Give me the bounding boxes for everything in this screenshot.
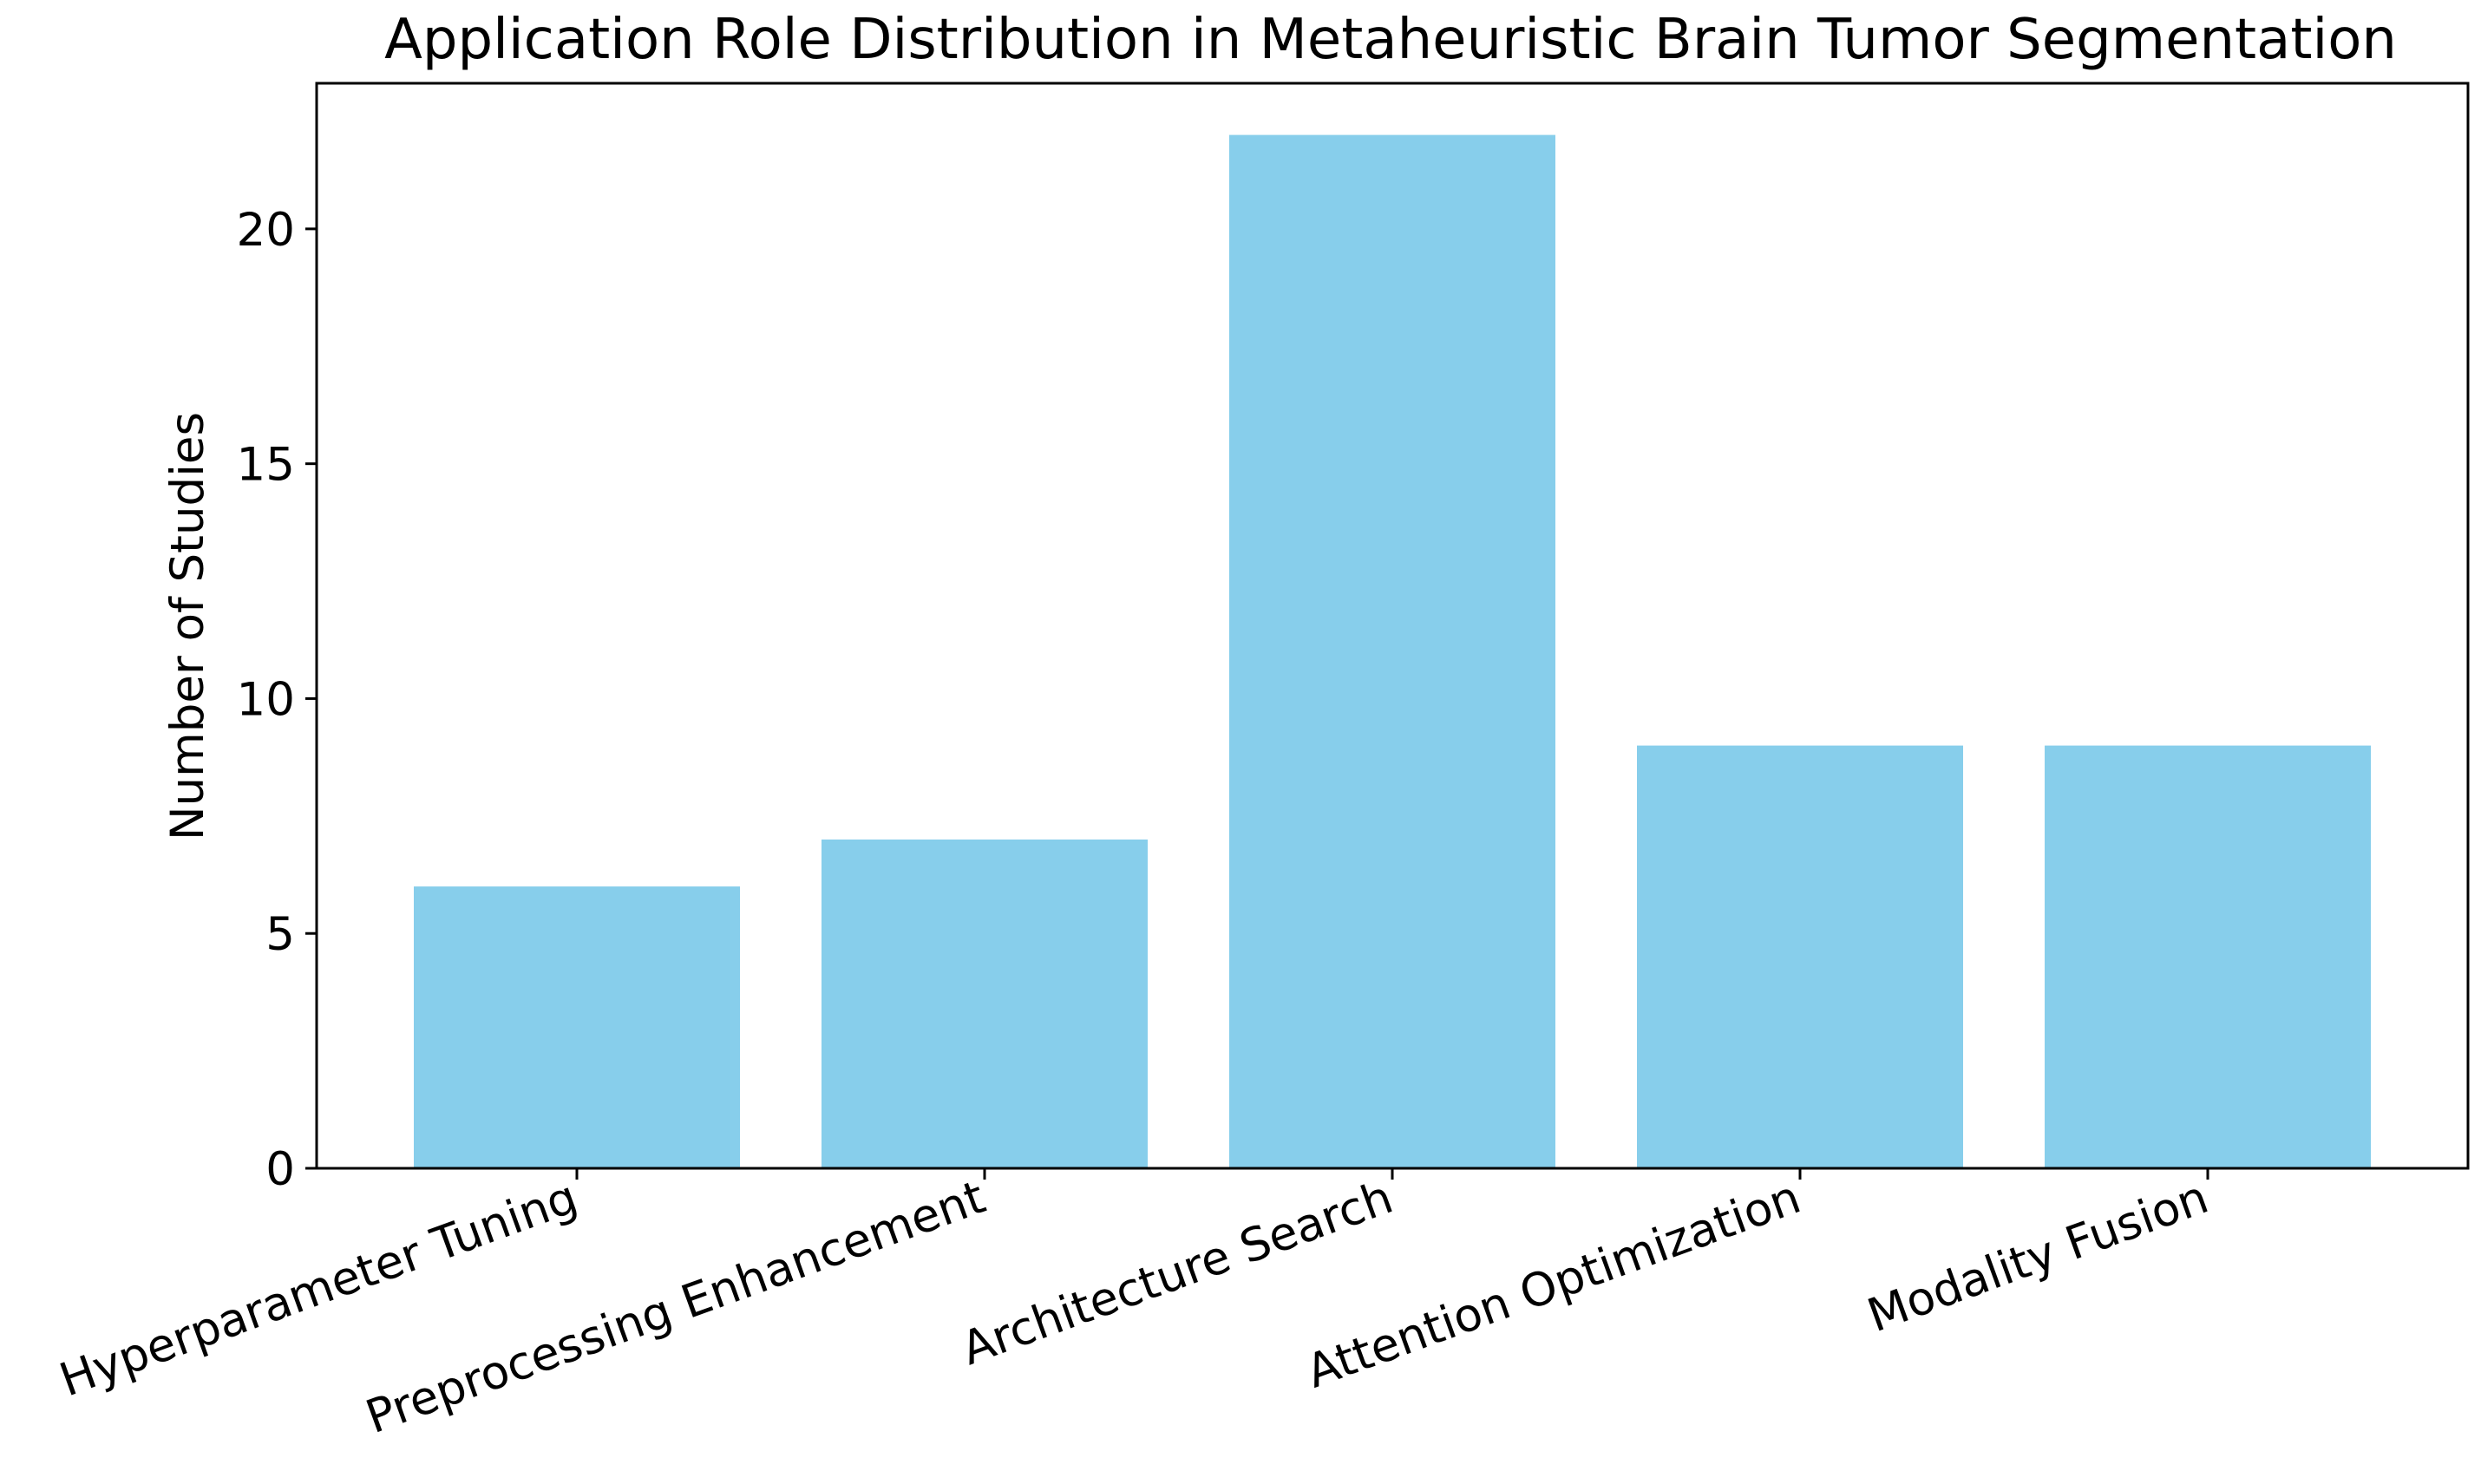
y-axis: 0 5 10 15 20 xyxy=(237,204,317,1196)
bar-4 xyxy=(2045,745,2371,1168)
bar-2 xyxy=(1229,134,1555,1169)
chart-title: Application Role Distribution in Metaheu… xyxy=(384,8,2397,72)
y-tick-label: 5 xyxy=(265,908,295,961)
x-tick-label: Modality Fusion xyxy=(1861,1171,2215,1343)
bar-3 xyxy=(1637,745,1963,1168)
y-tick-label: 15 xyxy=(237,439,295,492)
y-tick-label: 10 xyxy=(237,673,295,726)
bars-layer xyxy=(414,134,2371,1169)
bar-0 xyxy=(414,886,740,1168)
y-tick-label: 0 xyxy=(265,1143,295,1196)
y-axis-label: Number of Studies xyxy=(161,412,214,840)
y-tick-label: 20 xyxy=(237,204,295,257)
bar-1 xyxy=(822,839,1148,1168)
